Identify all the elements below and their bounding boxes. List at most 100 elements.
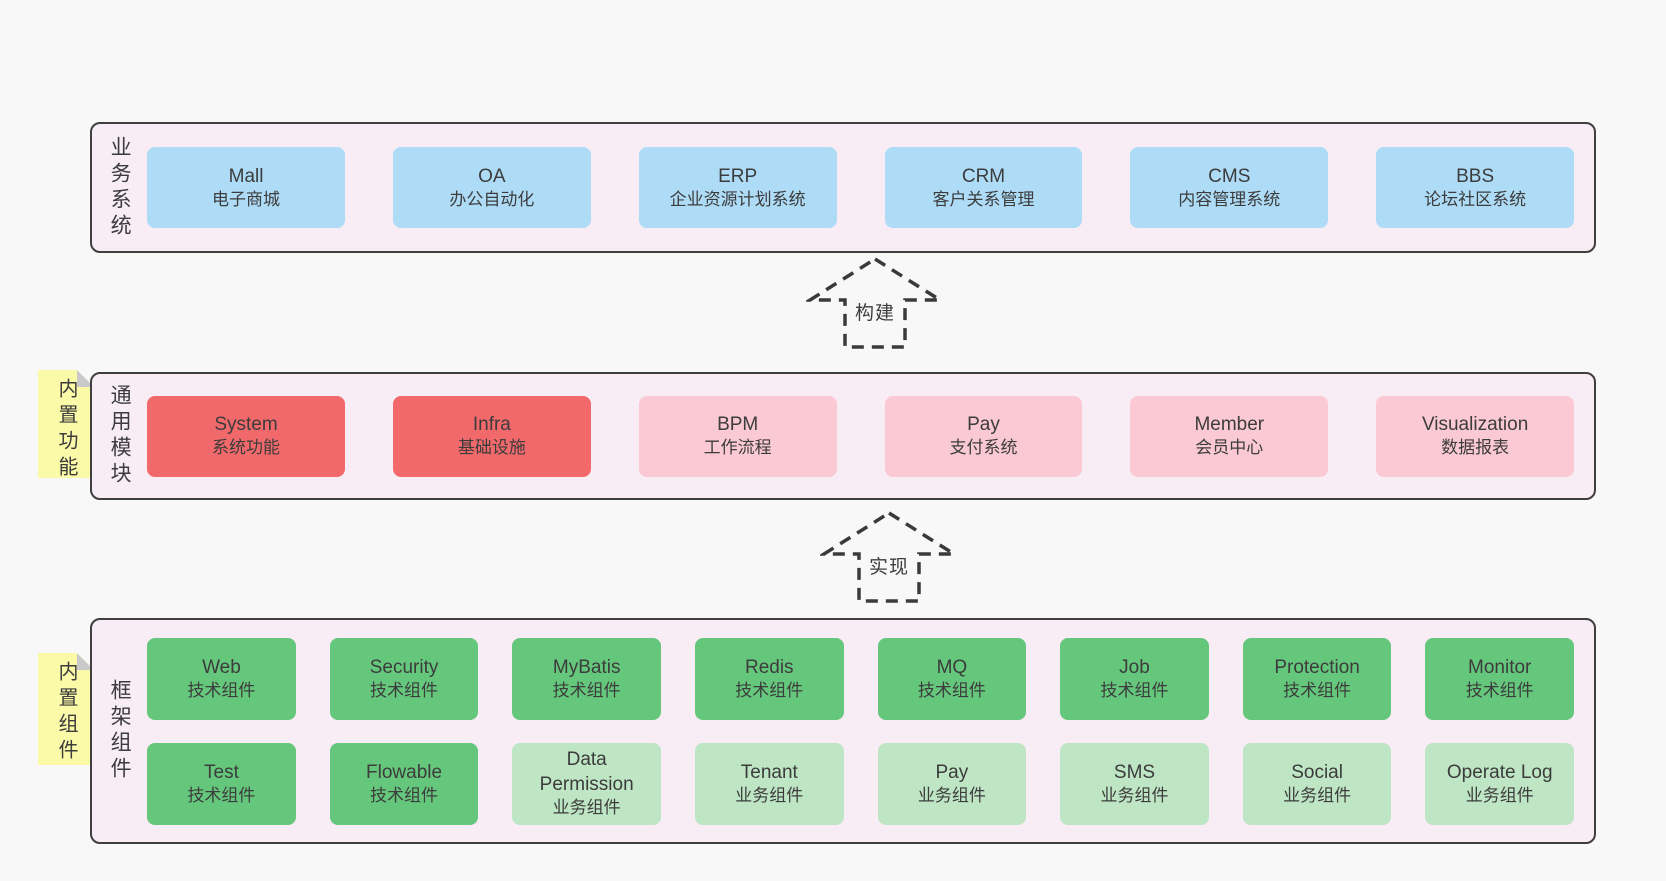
box-title: CMS <box>1208 165 1251 187</box>
sticky-note-builtin-components: 内置组件 <box>38 653 94 765</box>
box-title: Monitor <box>1468 656 1532 678</box>
box-subtitle: 内容管理系统 <box>1178 189 1281 209</box>
box-operate-log: Operate Log 业务组件 <box>1425 742 1575 825</box>
box-visualization: Visualization 数据报表 <box>1376 395 1575 477</box>
box-title: ERP <box>718 165 758 187</box>
box-test: Test 技术组件 <box>147 742 296 825</box>
band-common-modules: 通用模块 System 系统功能 Infra 基础设施 BPM 工作流程 Pay… <box>90 372 1596 500</box>
band-label-modules: 通用模块 <box>108 384 132 488</box>
box-subtitle: 技术组件 <box>1100 680 1169 700</box>
dashed-up-arrow-icon <box>820 510 958 603</box>
box-subtitle: 数据报表 <box>1441 438 1510 458</box>
sticky-note-builtin-features: 内置功能 <box>38 370 94 478</box>
arrow-implement: 实现 <box>820 508 958 606</box>
box-redis: Redis 技术组件 <box>694 637 844 720</box>
box-subtitle: 企业资源计划系统 <box>669 189 806 209</box>
box-subtitle: 技术组件 <box>370 680 439 700</box>
box-sms: SMS 业务组件 <box>1060 742 1209 825</box>
box-subtitle: 客户关系管理 <box>932 189 1035 209</box>
box-title: Security <box>369 656 439 678</box>
components-row-2: Test 技术组件 Flowable 技术组件 Data Permission … <box>147 742 1575 825</box>
box-title: Tenant <box>740 761 798 783</box>
box-mall: Mall 电子商城 <box>147 147 345 228</box>
box-protection: Protection 技术组件 <box>1242 637 1392 720</box>
box-title: MyBatis <box>552 656 621 678</box>
box-title: Test <box>204 761 239 783</box>
box-title: BBS <box>1456 165 1495 187</box>
box-system: System 系统功能 <box>147 395 345 477</box>
box-subtitle: 技术组件 <box>370 785 439 805</box>
box-title: System <box>214 414 278 436</box>
box-pay-module: Pay 支付系统 <box>884 395 1083 477</box>
box-subtitle: 业务组件 <box>1465 785 1534 805</box>
band-label-business: 业务系统 <box>108 135 132 240</box>
box-subtitle: 系统功能 <box>212 438 281 458</box>
box-subtitle: 基础设施 <box>457 438 526 458</box>
box-subtitle: 技术组件 <box>1465 680 1534 700</box>
band-business-systems: 业务系统 Mall 电子商城 OA 办公自动化 ERP 企业资源计划系统 CRM… <box>90 122 1596 253</box>
note-label: 内置功能 <box>55 378 77 482</box>
box-title: Pay <box>967 414 1000 436</box>
box-pay-component: Pay 业务组件 <box>877 742 1027 825</box>
box-subtitle: 技术组件 <box>187 680 256 700</box>
box-subtitle: 电子商城 <box>212 189 281 209</box>
box-bpm: BPM 工作流程 <box>638 395 837 477</box>
box-subtitle: 办公自动化 <box>449 189 535 209</box>
box-cms: CMS 内容管理系统 <box>1130 147 1329 228</box>
box-title: Protection <box>1274 656 1360 678</box>
box-title: Web <box>202 656 241 678</box>
box-tenant: Tenant 业务组件 <box>694 742 844 825</box>
box-bbs: BBS 论坛社区系统 <box>1376 147 1575 228</box>
dashed-up-arrow-icon <box>806 256 944 349</box>
box-subtitle: 业务组件 <box>735 785 804 805</box>
box-title: Flowable <box>366 761 443 783</box>
box-subtitle: 技术组件 <box>187 785 256 805</box>
box-subtitle: 技术组件 <box>735 680 804 700</box>
box-title: MQ <box>936 656 968 678</box>
box-monitor: Monitor 技术组件 <box>1425 637 1575 720</box>
box-title: Infra <box>472 414 511 436</box>
box-oa: OA 办公自动化 <box>392 147 591 228</box>
modules-boxes-row: System 系统功能 Infra 基础设施 BPM 工作流程 Pay 支付系统… <box>147 395 1575 477</box>
box-subtitle: 会员中心 <box>1195 438 1264 458</box>
box-mq: MQ 技术组件 <box>877 637 1027 720</box>
band-label-components: 框架组件 <box>108 679 132 783</box>
box-erp: ERP 企业资源计划系统 <box>638 147 837 228</box>
band-framework-components: 框架组件 Web 技术组件 Security 技术组件 MyBatis 技术组件… <box>90 618 1596 844</box>
box-subtitle: 论坛社区系统 <box>1424 189 1527 209</box>
box-title: Redis <box>744 656 794 678</box>
box-title: Visualization <box>1421 414 1529 436</box>
box-member: Member 会员中心 <box>1130 395 1329 477</box>
box-title: Social <box>1291 761 1343 783</box>
arrow-implement-label: 实现 <box>868 557 909 578</box>
components-row-1: Web 技术组件 Security 技术组件 MyBatis 技术组件 Redi… <box>147 637 1575 720</box>
box-title: BPM <box>717 414 759 436</box>
arrow-build: 构建 <box>806 254 944 352</box>
box-subtitle: 业务组件 <box>1283 785 1352 805</box>
box-title: CRM <box>961 165 1006 187</box>
box-title: OA <box>478 165 506 187</box>
note-label: 内置组件 <box>55 661 77 765</box>
box-title: SMS <box>1113 761 1156 783</box>
box-subtitle: 工作流程 <box>703 438 772 458</box>
arrow-build-label: 构建 <box>854 303 895 324</box>
box-subtitle: 业务组件 <box>552 798 621 818</box>
box-title: Pay <box>935 761 969 783</box>
box-title: Job <box>1119 656 1150 678</box>
box-title: Operate Log <box>1446 761 1553 783</box>
box-subtitle: 技术组件 <box>1283 680 1352 700</box>
box-infra: Infra 基础设施 <box>392 395 591 477</box>
business-boxes-row: Mall 电子商城 OA 办公自动化 ERP 企业资源计划系统 CRM 客户关系… <box>147 147 1575 228</box>
box-social: Social 业务组件 <box>1242 742 1392 825</box>
box-web: Web 技术组件 <box>147 637 296 720</box>
box-title: Mall <box>228 165 264 187</box>
box-subtitle: 技术组件 <box>917 680 986 700</box>
box-subtitle: 业务组件 <box>1100 785 1169 805</box>
box-crm: CRM 客户关系管理 <box>884 147 1083 228</box>
box-subtitle: 业务组件 <box>917 785 986 805</box>
box-title: Data Permission <box>539 749 634 796</box>
box-title: Member <box>1194 414 1265 436</box>
box-subtitle: 支付系统 <box>949 438 1018 458</box>
box-job: Job 技术组件 <box>1060 637 1209 720</box>
components-rows: Web 技术组件 Security 技术组件 MyBatis 技术组件 Redi… <box>147 637 1575 825</box>
